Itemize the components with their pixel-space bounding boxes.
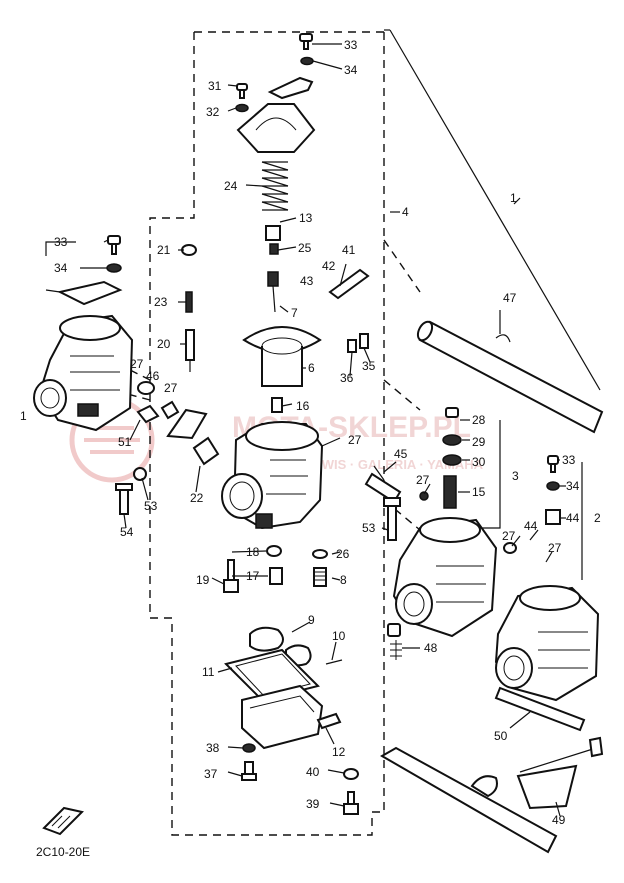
callout-7: 7 [291,306,298,320]
callout-36: 36 [340,371,354,385]
callout-53-left: 53 [144,499,158,513]
callout-4: 4 [402,205,409,219]
leader-lines [45,43,583,817]
callout-27-left: 27 [130,357,144,371]
callout-40: 40 [306,765,320,779]
callout-9: 9 [308,613,315,627]
left-carburetor [33,235,180,515]
callout-3: 3 [512,469,519,483]
callout-30: 30 [472,455,486,469]
callout-27-right: 27 [416,473,430,487]
callout-1-left: 1 [20,409,27,423]
callout-17: 17 [246,569,260,583]
callout-19: 19 [196,573,210,587]
callout-27-mid: 27 [348,433,362,447]
callout-10: 10 [332,629,346,643]
callout-47: 47 [503,291,517,305]
callout-16: 16 [296,399,310,413]
main-carburetor-body [221,421,324,530]
callout-13: 13 [299,211,313,225]
callout-20: 20 [157,337,171,351]
callout-6: 6 [308,361,315,375]
callout-33-right: 33 [562,453,576,467]
callout-2: 2 [594,511,601,525]
callout-15: 15 [472,485,486,499]
callout-39: 39 [306,797,320,811]
callout-38: 38 [206,741,220,755]
spring-24 [261,161,289,211]
callout-48: 48 [424,641,438,655]
center-stack [221,33,359,815]
screw-33-top [299,33,313,50]
callout-44: 44 [566,511,580,525]
callout-37: 37 [204,767,218,781]
leader-1 [389,29,601,391]
callout-51: 51 [118,435,132,449]
callout-18: 18 [246,545,260,559]
callout-34-top: 34 [344,63,358,77]
callout-34-right: 34 [566,479,580,493]
footer-code: 2C10-20E [36,845,90,859]
callout-27-left-b: 27 [164,381,178,395]
callout-labels: 33 34 31 32 24 13 4 1 21 25 41 42 43 23 … [20,38,601,859]
callout-21: 21 [157,243,171,257]
right-assembly [364,320,604,854]
callout-34-left: 34 [54,261,68,275]
callout-53-right: 53 [362,521,376,535]
callout-26: 26 [336,547,350,561]
corner-stamp [42,806,84,836]
callout-25: 25 [298,241,312,255]
callout-49: 49 [552,813,566,827]
callout-29: 29 [472,435,486,449]
callout-28: 28 [472,413,486,427]
callout-33-left: 33 [54,235,68,249]
callout-43: 43 [300,274,314,288]
callout-50: 50 [494,729,508,743]
callout-45: 45 [394,447,408,461]
callout-32: 32 [206,105,220,119]
callout-8: 8 [340,573,347,587]
callout-27-r3: 27 [548,541,562,555]
callout-24: 24 [224,179,238,193]
callout-42: 42 [322,259,336,273]
callout-11: 11 [202,665,215,679]
callout-35: 35 [362,359,376,373]
callout-12: 12 [332,745,346,759]
callout-54: 54 [120,525,134,539]
callout-23: 23 [154,295,168,309]
callout-46: 46 [146,369,160,383]
callout-41: 41 [342,243,356,257]
callout-22: 22 [190,491,204,505]
callout-1: 1 [510,191,517,205]
callout-27-r2: 27 [502,529,516,543]
callout-44-b: 44 [524,519,538,533]
callout-31: 31 [208,79,222,93]
callout-33-top: 33 [344,38,358,52]
